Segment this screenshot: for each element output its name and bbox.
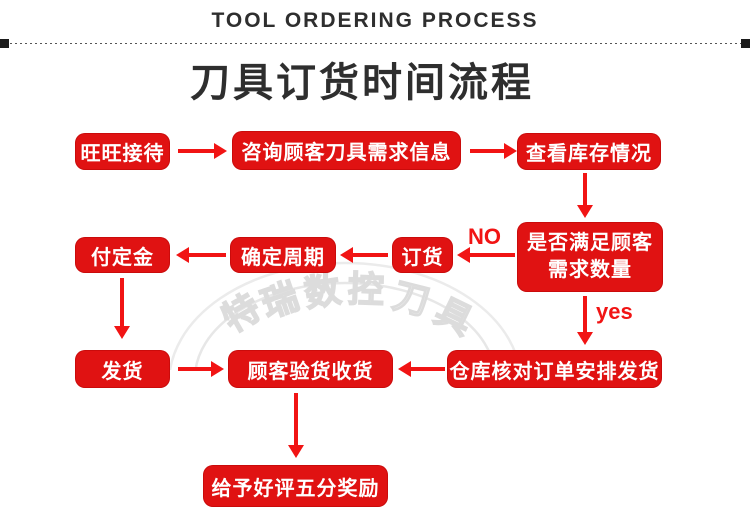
flow-node-label: 咨询顾客刀具需求信息 — [241, 142, 452, 164]
branch-label-no: NO — [468, 224, 501, 249]
arrow-warehouse-to-customer-inspect — [398, 361, 445, 377]
arrow-ship-to-customer-inspect — [178, 361, 224, 377]
flow-node-order: 订货 — [392, 237, 453, 273]
branch-label-yes: yes — [596, 299, 633, 324]
flow-node-check-stock: 查看库存情况 — [517, 133, 661, 170]
flow-node-label: 确定周期 — [241, 246, 325, 269]
flow-node-label: 顾客验货收货 — [247, 360, 374, 383]
flow-node-label: 付定金 — [91, 246, 154, 269]
arrow-confirm-cycle-to-pay-deposit — [176, 247, 226, 263]
flow-node-label-line1: 是否满足顾客 — [527, 232, 653, 254]
watermark-char: 控 — [346, 268, 385, 312]
arrow-satisfy-to-warehouse — [577, 296, 593, 345]
dotted-divider — [0, 43, 750, 44]
header-title-en: TOOL ORDERING PROCESS — [211, 9, 539, 32]
flow-node-warehouse-ship: 仓库核对订单安排发货 — [447, 350, 662, 388]
arrow-customer-inspect-to-good-review — [288, 393, 304, 458]
flow-node-satisfy: 是否满足顾客 需求数量 — [517, 222, 663, 292]
flow-node-good-review: 给予好评五分奖励 — [203, 465, 388, 507]
arrow-reception-to-inquiry — [178, 143, 227, 159]
page-title: 刀具订货时间流程 — [190, 61, 534, 105]
divider-right-cap — [741, 39, 750, 48]
flow-node-confirm-cycle: 确定周期 — [230, 237, 336, 273]
flow-node-customer-inspect: 顾客验货收货 — [228, 350, 393, 388]
flow-node-inquiry: 咨询顾客刀具需求信息 — [232, 131, 461, 170]
flow-node-ship: 发货 — [75, 350, 170, 388]
flow-node-label: 订货 — [401, 246, 444, 269]
flow-node-label-line2: 需求数量 — [548, 259, 632, 281]
watermark-circle — [170, 261, 522, 370]
arrow-order-to-confirm-cycle — [340, 247, 388, 263]
arrow-check-stock-to-satisfy — [577, 173, 593, 218]
arrow-satisfy-to-order — [457, 247, 515, 263]
divider-left-cap — [0, 39, 9, 48]
flow-node-label: 发货 — [101, 360, 144, 383]
flow-node-label: 仓库核对订单安排发货 — [449, 360, 660, 383]
arrow-inquiry-to-check-stock — [470, 143, 517, 159]
flow-node-reception: 旺旺接待 — [75, 133, 170, 170]
flow-node-label: 给予好评五分奖励 — [211, 477, 380, 500]
flow-node-label: 旺旺接待 — [80, 143, 165, 165]
arrow-pay-deposit-to-ship — [114, 278, 130, 339]
flow-node-label: 查看库存情况 — [526, 143, 652, 165]
flow-node-pay-deposit: 付定金 — [75, 237, 170, 273]
